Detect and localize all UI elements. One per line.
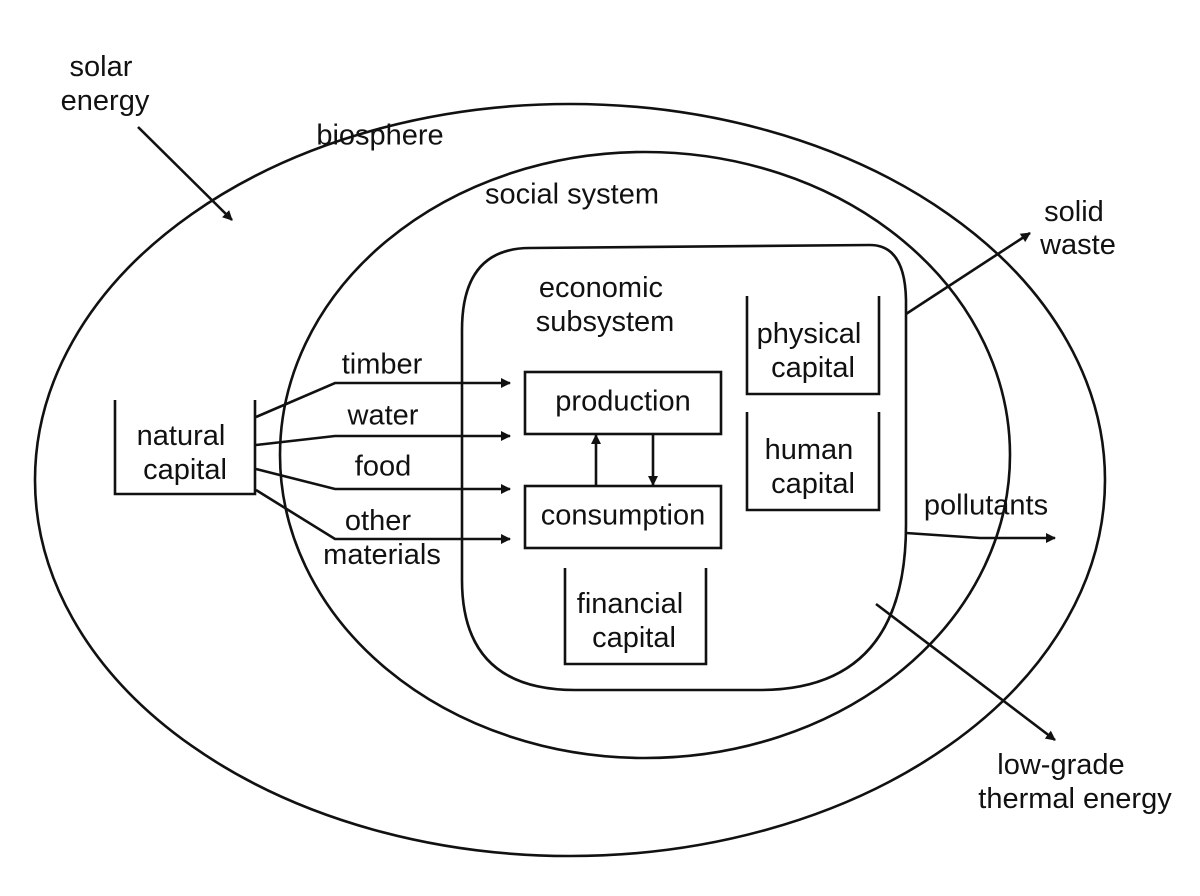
timber-flow-arrow (255, 378, 511, 419)
food-label: food (355, 451, 411, 483)
natural-capital-stock (113, 400, 257, 496)
pollutants-label: pollutants (924, 490, 1048, 522)
economic-subsystem-boundary (460, 243, 908, 692)
physical-capital-stock (745, 296, 881, 396)
pollutants-arrow (905, 531, 1056, 543)
timber-label: timber (342, 349, 423, 381)
consumption-box (523, 484, 723, 550)
human-capital-label: human capital (765, 434, 862, 500)
other-materials-flow-arrow (255, 488, 511, 544)
financial-capital-label: financial capital (577, 588, 691, 654)
water-label: water (347, 400, 419, 432)
social-system-label: social system (485, 179, 659, 211)
thermal-energy-arrow (875, 602, 1056, 742)
natural-capital-label: natural capital (137, 420, 234, 486)
consumption-label: consumption (541, 500, 705, 532)
solid-waste-label: solid waste (1039, 196, 1116, 261)
other-materials-label: other materials (323, 505, 441, 571)
human-capital-stock (745, 412, 881, 512)
low-grade-thermal-energy-label: low-grade thermal energy (978, 749, 1172, 815)
financial-capital-stock (563, 568, 708, 666)
biosphere-boundary (33, 102, 1107, 858)
biosphere-label: biosphere (316, 120, 443, 152)
physical-capital-label: physical capital (757, 318, 870, 384)
solid-waste-arrow (905, 231, 1031, 316)
economic-subsystem-label: economic subsystem (536, 272, 675, 338)
production-box (523, 370, 723, 436)
food-flow-arrow (255, 467, 511, 494)
solar-energy-label: solar energy (61, 51, 150, 117)
social-system-boundary (278, 150, 1012, 760)
production-label: production (555, 386, 690, 418)
water-flow-arrow (255, 431, 511, 447)
solar-energy-arrow (137, 126, 233, 221)
